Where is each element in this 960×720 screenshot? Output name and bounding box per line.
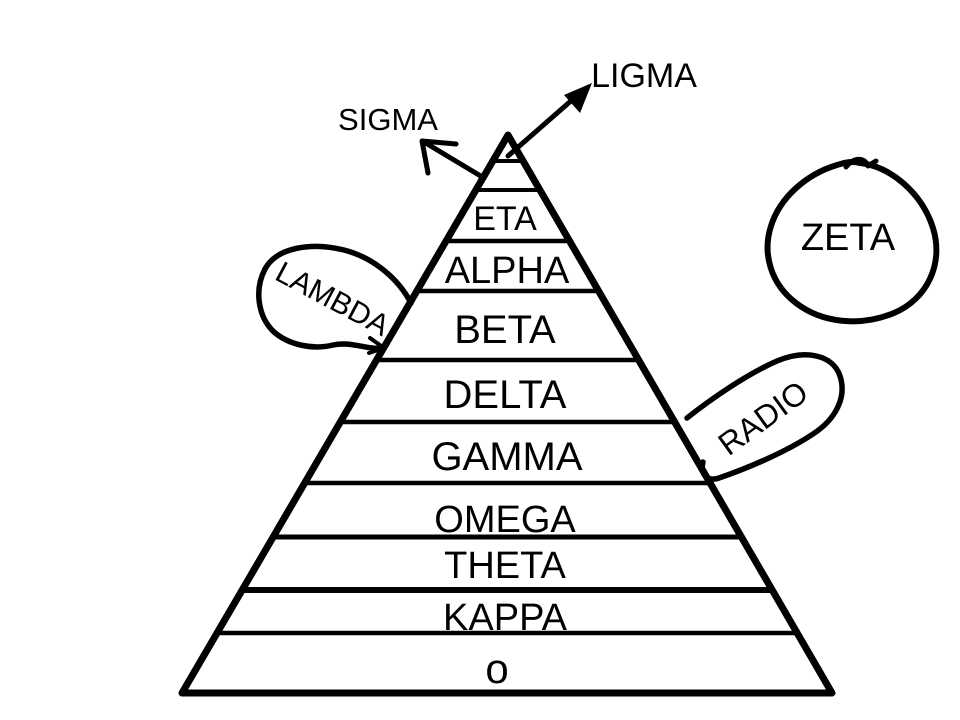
arrow-line xyxy=(421,139,487,181)
layer-label-gamma: GAMMA xyxy=(431,435,582,479)
arrow-line xyxy=(505,90,583,159)
layer-label-omega: OMEGA xyxy=(434,499,576,541)
arrow-head xyxy=(419,138,459,176)
layer-label-beta: BETA xyxy=(454,308,556,352)
ligma-arrow xyxy=(505,83,592,159)
radio-bubble-outline xyxy=(684,352,845,482)
layer-label-delta: DELTA xyxy=(444,373,567,417)
lambda-bubble-hook xyxy=(367,336,386,355)
zeta-label: ZETA xyxy=(801,217,896,259)
layer-label-eta: ETA xyxy=(473,200,537,238)
layer-label-kappa: KAPPA xyxy=(443,597,568,639)
layer-label-alpha: ALPHA xyxy=(445,250,570,292)
radio-bubble xyxy=(684,352,845,482)
zeta-bubble-hook xyxy=(843,156,879,170)
zeta-bubble xyxy=(764,156,940,325)
lambda-label: LAMBDA xyxy=(270,256,394,343)
lambda-bubble xyxy=(256,243,414,355)
ligma-label: LIGMA xyxy=(591,57,697,95)
arrow-head xyxy=(564,83,592,113)
zeta-bubble-outline xyxy=(764,158,940,325)
pyramid-outline xyxy=(178,131,836,697)
layer-label-o: o xyxy=(485,645,508,692)
lambda-bubble-outline xyxy=(256,243,414,352)
sigma-label: SIGMA xyxy=(338,102,438,137)
sigma-arrow xyxy=(419,138,487,181)
layer-label-theta: THETA xyxy=(444,545,566,587)
